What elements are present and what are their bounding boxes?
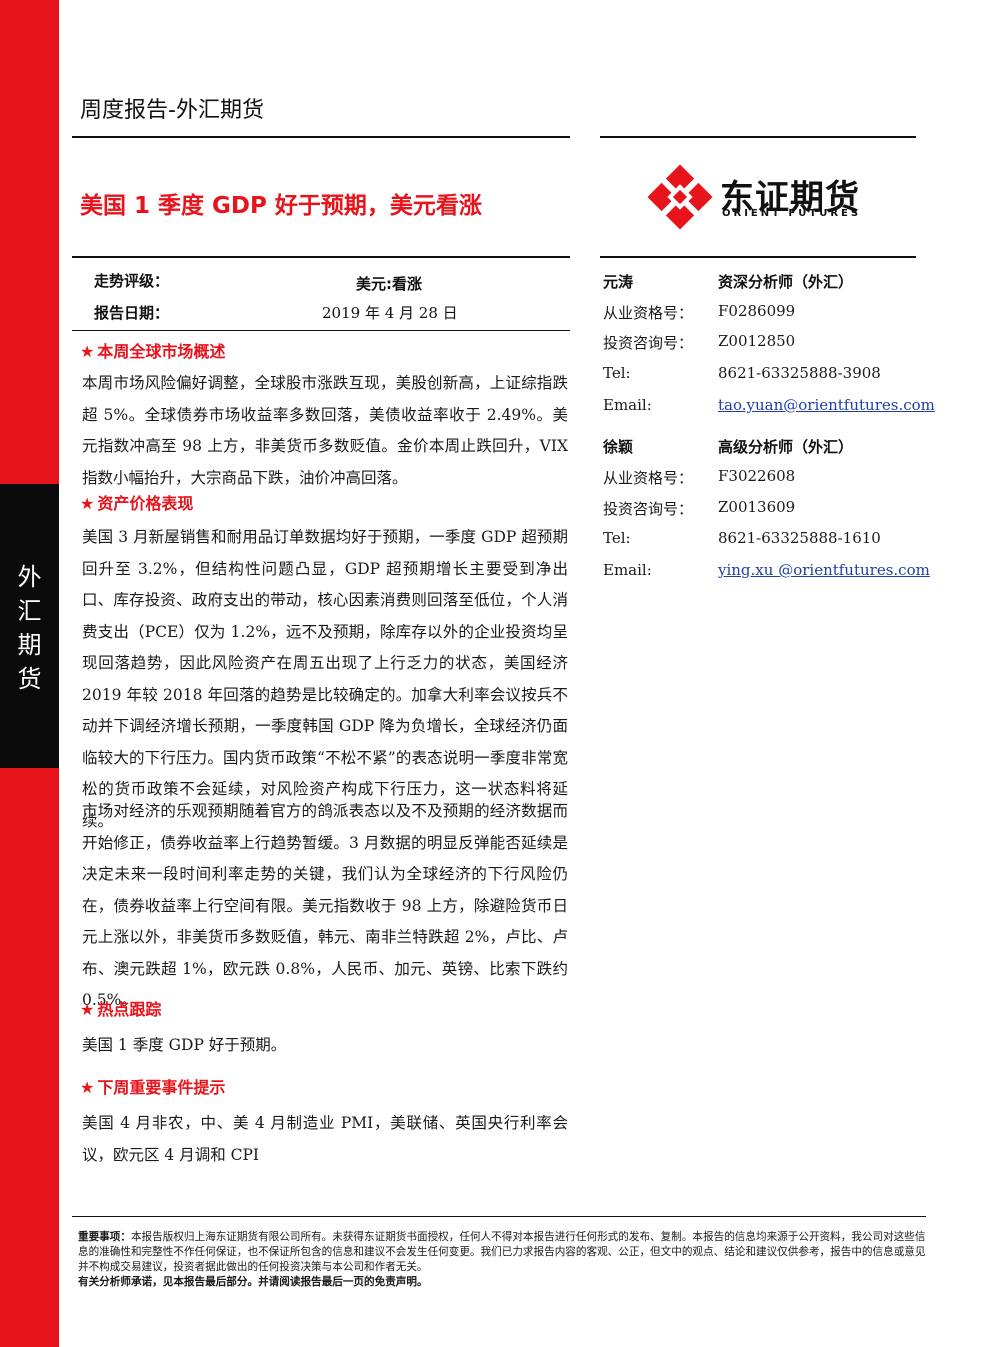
meta-rule xyxy=(72,330,570,331)
paragraph-next-week-events: 美国 4 月非农，中、美 4 月制造业 PMI，美联储、英国央行利率会议，欧元区… xyxy=(82,1114,568,1164)
paragraph-hot-topics: 美国 1 季度 GDP 好于预期。 xyxy=(82,1036,287,1054)
section-heading-next-week-events: ★下周重要事件提示 xyxy=(80,1078,226,1097)
analyst-2-license-label: 从业资格号： xyxy=(603,469,694,487)
page-title: 美国 1 季度 GDP 好于预期，美元看涨 xyxy=(80,193,482,219)
sidebar-vertical-label: 外 汇 期 货 xyxy=(17,563,42,693)
rating-label: 走势评级： xyxy=(94,272,170,290)
analyst-2-consult-label: 投资咨询号： xyxy=(603,500,694,518)
analyst-2-license-value: F3022608 xyxy=(718,467,796,485)
orient-futures-logo-icon xyxy=(647,164,713,230)
header-rule-left xyxy=(72,136,570,138)
analyst-2-name: 徐颖 xyxy=(603,438,634,456)
analyst-1-license-label: 从业资格号： xyxy=(603,304,694,322)
disclaimer-rule xyxy=(72,1216,926,1217)
disclaimer-block: 重要事项：本报告版权归上海东证期货有限公司所有。未获得东证期货书面授权，任何人不… xyxy=(78,1230,926,1290)
paragraph-asset-prices-1: 美国 3 月新屋销售和耐用品订单数据均好于预期，一季度 GDP 超预期回升至 3… xyxy=(82,528,568,830)
analyst-1-title: 资深分析师（外汇） xyxy=(718,273,854,291)
left-black-tab xyxy=(0,484,59,768)
header-rule-right xyxy=(600,136,916,138)
analyst-2-title: 高级分析师（外汇） xyxy=(718,438,854,456)
disclaimer-label: 重要事项： xyxy=(78,1231,131,1243)
analyst-1-name: 元涛 xyxy=(603,273,634,291)
section-heading-asset-prices: ★资产价格表现 xyxy=(80,494,194,513)
title-rule-left xyxy=(72,256,570,258)
disclaimer-text: 本报告版权归上海东证期货有限公司所有。未获得东证期货书面授权，任何人不得对本报告… xyxy=(78,1231,926,1273)
report-date-value: 2019 年 4 月 28 日 xyxy=(322,304,458,322)
analyst-1-consult-label: 投资咨询号： xyxy=(603,334,694,352)
report-date-label: 报告日期： xyxy=(94,304,170,322)
disclaimer-bold-line: 有关分析师承诺，见本报告最后部分。并请阅读报告最后一页的免责声明。 xyxy=(78,1276,428,1288)
analyst-1-tel-value: 8621-63325888-3908 xyxy=(718,364,881,382)
analyst-2-tel-label: Tel: xyxy=(603,529,631,547)
section-heading-market-overview: ★本周全球市场概述 xyxy=(80,342,226,361)
paragraph-market-overview: 本周市场风险偏好调整，全球股市涨跌互现，美股创新高，上证综指跌超 5%。全球债券… xyxy=(82,374,568,487)
paragraph-asset-prices-2: 市场对经济的乐观预期随着官方的鸽派表态以及不及预期的经济数据而开始修正，债券收益… xyxy=(82,802,568,1009)
analyst-1-license-value: F0286099 xyxy=(718,302,796,320)
analyst-2-email-link[interactable]: ying.xu @orientfutures.com xyxy=(718,561,930,579)
title-rule-right xyxy=(600,256,916,258)
logo-text-en: ORIENT FUTURES xyxy=(722,208,862,219)
analyst-2-tel-value: 8621-63325888-1610 xyxy=(718,529,881,547)
analyst-2-consult-value: Z0013609 xyxy=(718,498,796,516)
analyst-1-email-link[interactable]: tao.yuan@orientfutures.com xyxy=(718,396,935,414)
logo-text-cn: 东证期货 xyxy=(720,178,860,218)
analyst-1-email-label: Email: xyxy=(603,396,652,414)
analyst-1-consult-value: Z0012850 xyxy=(718,332,796,350)
section-heading-hot-topics: ★热点跟踪 xyxy=(80,1000,162,1019)
analyst-1-tel-label: Tel: xyxy=(603,364,631,382)
analyst-2-email-label: Email: xyxy=(603,561,652,579)
rating-value: 美元:看涨 xyxy=(356,275,422,293)
report-type-header: 周度报告-外汇期货 xyxy=(80,98,264,123)
